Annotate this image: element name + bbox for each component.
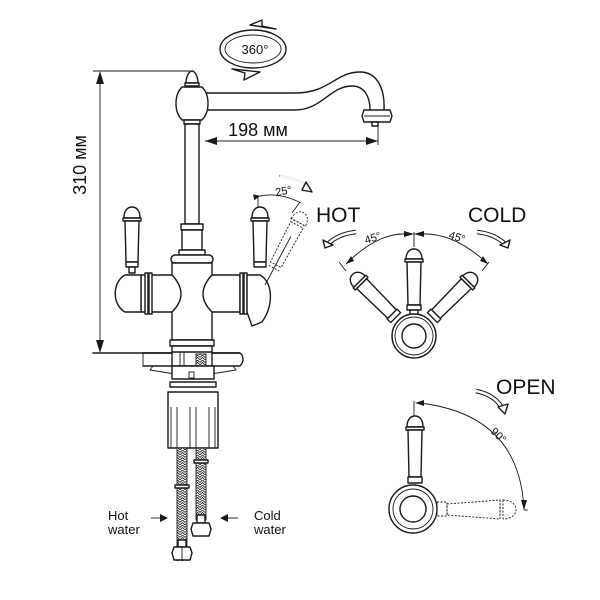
hot-cold-diagram: HOT COLD 45° 45° bbox=[316, 204, 526, 359]
hot-angle-label: 45° bbox=[363, 230, 383, 247]
cold-lever-handle bbox=[250, 206, 270, 268]
cold-water-label-line2: water bbox=[253, 522, 286, 537]
spout bbox=[204, 71, 393, 127]
hot-water-callout: Hot water bbox=[107, 508, 168, 537]
hot-lever-handle bbox=[122, 206, 142, 274]
rotation-label: 360° bbox=[242, 42, 269, 57]
hot-label: HOT bbox=[316, 204, 361, 227]
cold-angle-label: 45° bbox=[447, 229, 467, 246]
reach-dimension-label: 198 мм bbox=[228, 120, 288, 140]
hot-water-label-line1: Hot bbox=[108, 508, 129, 523]
countertop bbox=[92, 351, 244, 375]
cold-water-hose bbox=[190, 447, 212, 537]
tilted-handle-ghost bbox=[264, 211, 308, 286]
reach-dimension: 198 мм bbox=[205, 120, 379, 145]
height-dimension-label: 310 мм bbox=[70, 135, 90, 195]
open-diagram: OPEN 90° bbox=[388, 376, 556, 534]
cold-water-label-line1: Cold bbox=[254, 508, 281, 523]
hot-water-label-line2: water bbox=[107, 522, 140, 537]
open-label: OPEN bbox=[496, 376, 556, 399]
cold-water-callout: Cold water bbox=[220, 508, 286, 537]
tilt-angle-indicator: 25° bbox=[253, 175, 313, 214]
faucet-body bbox=[114, 70, 272, 355]
cold-label: COLD bbox=[468, 204, 526, 227]
mounting-assembly bbox=[167, 365, 219, 449]
hot-water-hose bbox=[171, 448, 193, 600]
open-angle-label: 90° bbox=[488, 426, 508, 446]
rotation-360-icon: 360° bbox=[219, 19, 287, 81]
tilt-angle-label: 25° bbox=[274, 184, 292, 199]
